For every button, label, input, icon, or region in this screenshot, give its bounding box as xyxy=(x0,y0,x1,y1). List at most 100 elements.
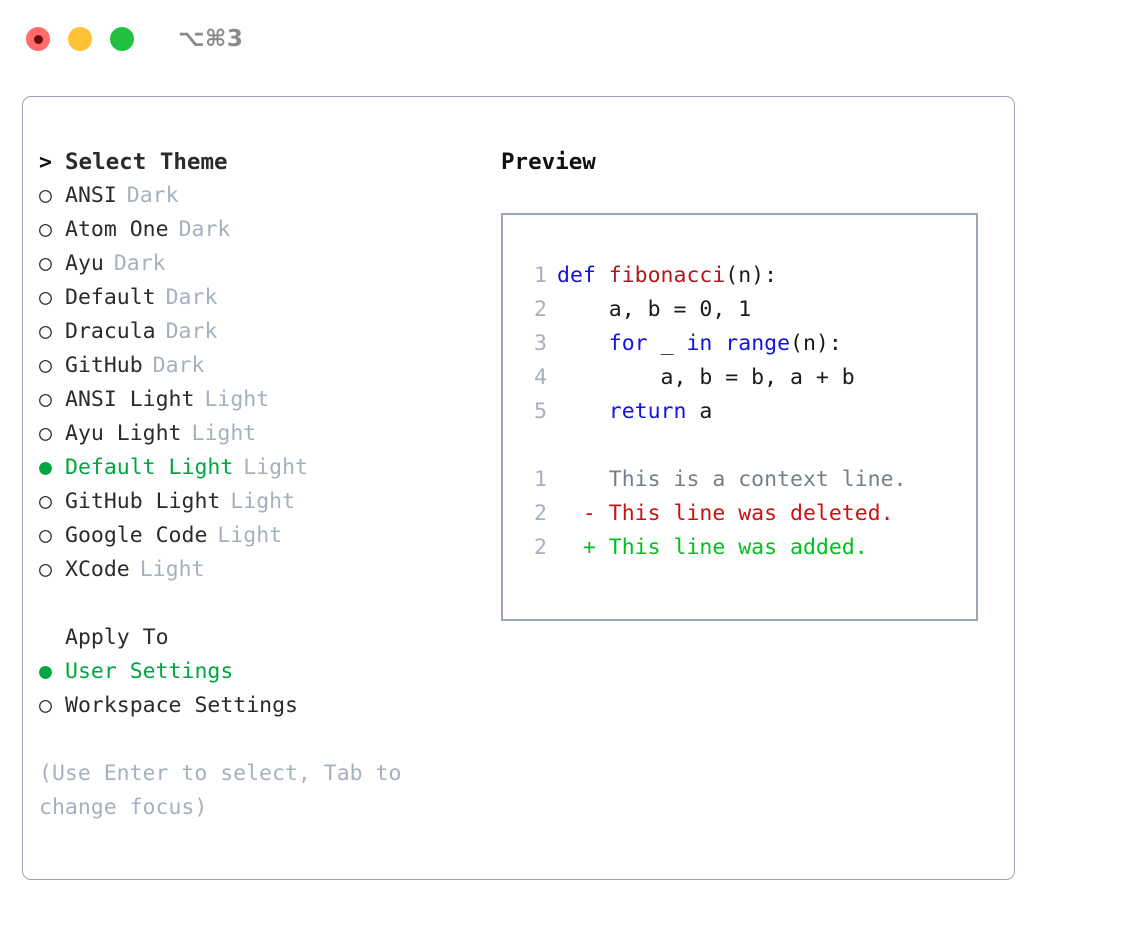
code-line: 4 a, b = b, a + b xyxy=(521,361,976,395)
radio-unselected-icon: ○ xyxy=(39,353,52,378)
apply-to-item[interactable]: ● User Settings xyxy=(39,655,489,689)
code-line: 2 a, b = 0, 1 xyxy=(521,293,976,327)
radio-unselected-icon: ○ xyxy=(39,217,52,242)
code-token: fibonacci xyxy=(608,263,726,288)
code-diff-spacer xyxy=(521,429,976,463)
theme-mode-badge: Light xyxy=(139,557,205,582)
code-token: def xyxy=(557,263,609,288)
theme-list-header: > Select Theme xyxy=(39,145,489,179)
code-token: return xyxy=(608,399,687,424)
theme-mode-badge: Light xyxy=(230,489,296,514)
theme-mode-badge: Light xyxy=(204,387,270,412)
code-token xyxy=(557,331,609,356)
diff-line: 2 + This line was added. xyxy=(521,531,976,565)
theme-name-label: ANSI Light xyxy=(65,387,195,412)
theme-name-label: GitHub Light xyxy=(65,489,221,514)
radio-unselected-icon: ○ xyxy=(39,319,52,344)
theme-name-label: Default Light xyxy=(65,455,234,480)
theme-mode-badge: Light xyxy=(191,421,257,446)
code-token: (n): xyxy=(790,331,842,356)
diff-sign: + xyxy=(557,535,609,560)
apply-to-label: Workspace Settings xyxy=(65,693,298,718)
code-token xyxy=(557,399,609,424)
theme-mode-badge: Dark xyxy=(165,319,218,344)
theme-name-label: Dracula xyxy=(65,319,156,344)
code-token: a, b = 0, 1 xyxy=(557,297,752,322)
theme-list-item[interactable]: ○ XCode Light xyxy=(39,553,489,587)
theme-list-header-label: Select Theme xyxy=(65,149,228,175)
diff-line: 2 - This line was deleted. xyxy=(521,497,976,531)
theme-list-item[interactable]: ○ Dracula Dark xyxy=(39,315,489,349)
code-token: _ xyxy=(647,331,687,356)
theme-mode-badge: Light xyxy=(217,523,283,548)
apply-to-item[interactable]: ○ Workspace Settings xyxy=(39,689,489,723)
theme-list-item[interactable]: ○ Atom One Dark xyxy=(39,213,489,247)
diff-text: This is a context line. xyxy=(608,467,907,492)
theme-mode-badge: Dark xyxy=(152,353,205,378)
radio-unselected-icon: ○ xyxy=(39,285,52,310)
apply-to-list: ● User Settings ○ Workspace Settings xyxy=(39,655,489,723)
theme-list-item[interactable]: ○ Ayu Dark xyxy=(39,247,489,281)
code-token: a, b = b, a + b xyxy=(557,365,855,390)
code-token: for xyxy=(608,331,648,356)
radio-unselected-icon: ○ xyxy=(39,523,52,548)
window-controls xyxy=(26,27,134,51)
theme-mode-badge: Dark xyxy=(178,217,231,242)
line-number: 1 xyxy=(534,467,547,492)
radio-unselected-icon: ○ xyxy=(39,557,52,582)
theme-list-item[interactable]: ○ GitHub Dark xyxy=(39,349,489,383)
line-number: 1 xyxy=(534,263,547,288)
theme-mode-badge: Dark xyxy=(113,251,166,276)
code-token: (n): xyxy=(725,263,778,288)
radio-unselected-icon: ○ xyxy=(39,251,52,276)
apply-to-header: Apply To xyxy=(65,625,169,650)
theme-name-label: GitHub xyxy=(65,353,143,378)
radio-unselected-icon: ○ xyxy=(39,693,52,718)
radio-unselected-icon: ○ xyxy=(39,421,52,446)
theme-name-label: ANSI xyxy=(65,183,117,208)
theme-list-item[interactable]: ○ Default Dark xyxy=(39,281,489,315)
close-button[interactable] xyxy=(26,27,50,51)
apply-to-label: User Settings xyxy=(65,659,234,684)
theme-name-label: XCode xyxy=(65,557,130,582)
maximize-button[interactable] xyxy=(110,27,134,51)
preview-title: Preview xyxy=(501,149,596,175)
radio-unselected-icon: ○ xyxy=(39,183,52,208)
theme-name-label: Atom One xyxy=(65,217,169,242)
minimize-button[interactable] xyxy=(68,27,92,51)
keyboard-shortcut-label: ⌥⌘3 xyxy=(178,25,244,52)
diff-sign xyxy=(557,467,609,492)
line-number: 2 xyxy=(534,535,547,560)
theme-name-label: Default xyxy=(65,285,156,310)
radio-unselected-icon: ○ xyxy=(39,387,52,412)
code-line: 1 def fibonacci(n): xyxy=(521,259,976,293)
prompt-caret-icon: > xyxy=(39,150,52,175)
diff-line: 1 This is a context line. xyxy=(521,463,976,497)
theme-mode-badge: Dark xyxy=(126,183,179,208)
theme-name-label: Ayu xyxy=(65,251,104,276)
theme-list-item[interactable]: ○ ANSI Light Light xyxy=(39,383,489,417)
diff-sample: 1 This is a context line.2 - This line w… xyxy=(521,463,976,565)
diff-text: This line was deleted. xyxy=(608,501,894,526)
radio-selected-icon: ● xyxy=(39,659,52,684)
code-line: 3 for _ in range(n): xyxy=(521,327,976,361)
code-line: 5 return a xyxy=(521,395,976,429)
line-number: 5 xyxy=(534,399,547,424)
code-token: a xyxy=(686,399,713,424)
keyboard-hint-text: (Use Enter to select, Tab to change focu… xyxy=(39,761,402,820)
title-bar: ⌥⌘3 xyxy=(0,0,1140,78)
theme-list-item[interactable]: ○ ANSI Dark xyxy=(39,179,489,213)
theme-mode-badge: Dark xyxy=(165,285,218,310)
code-token: in range xyxy=(686,331,791,356)
